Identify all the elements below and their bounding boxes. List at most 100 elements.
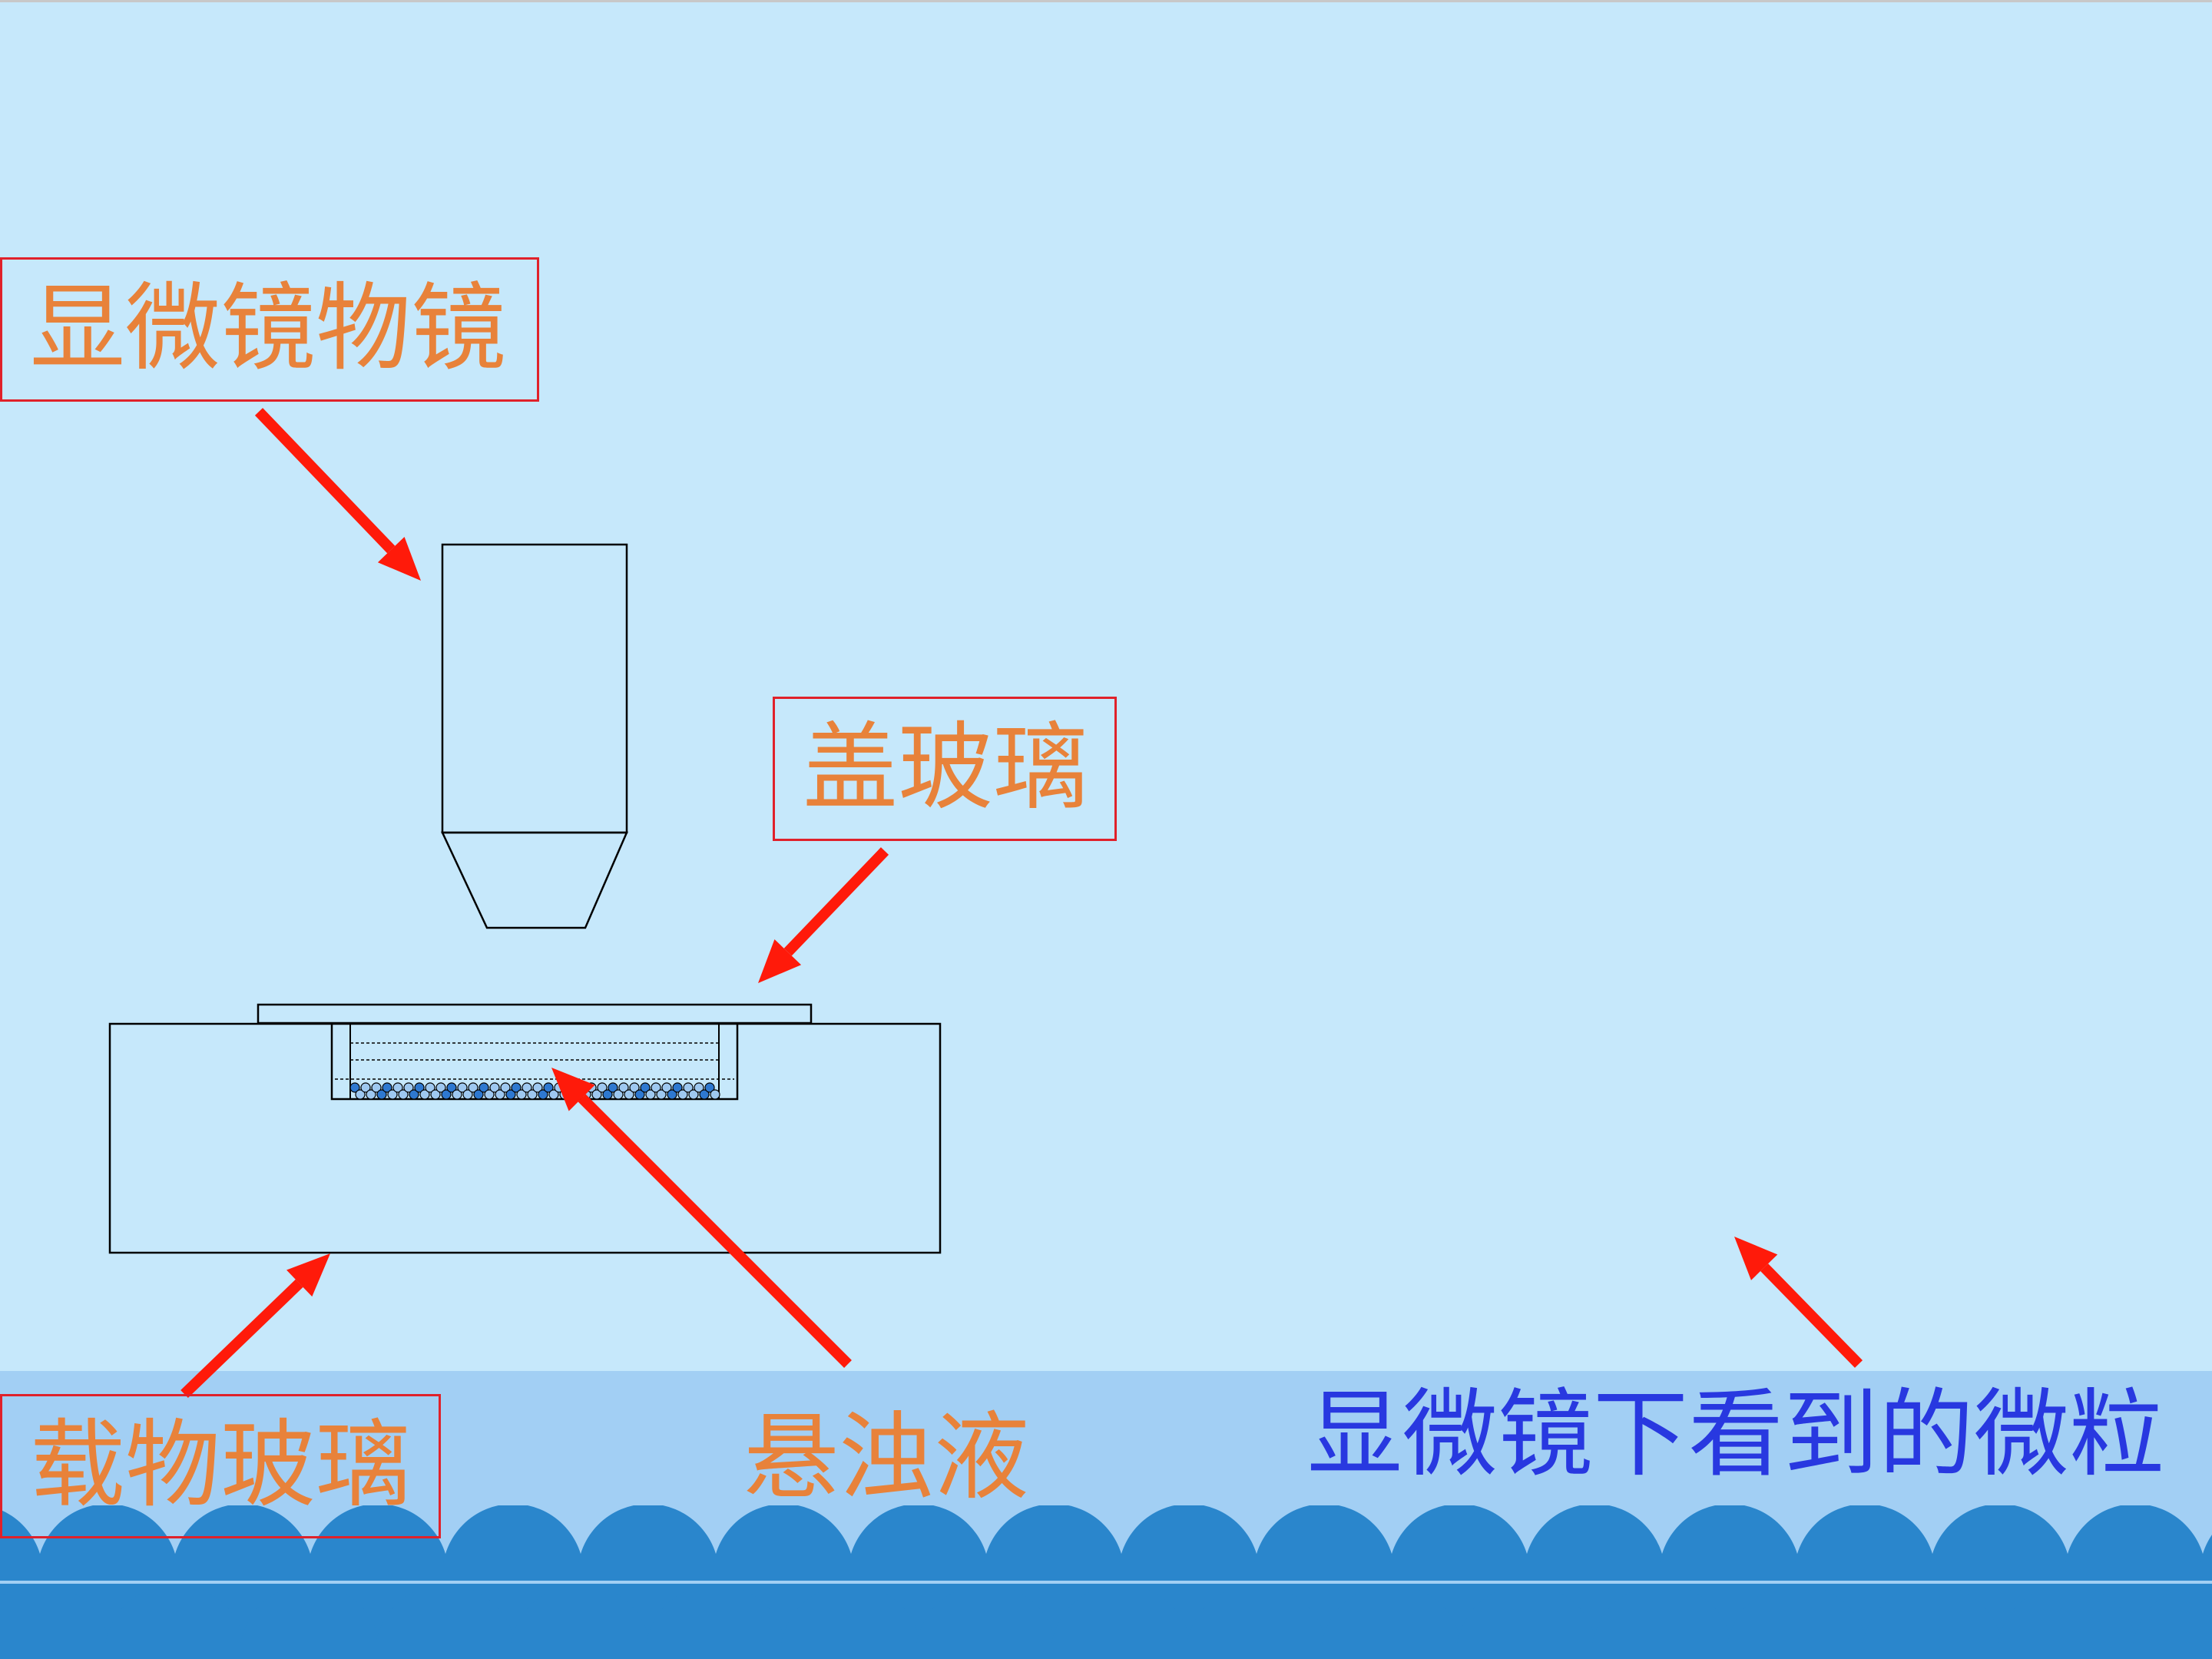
particle xyxy=(360,1082,371,1093)
label-cover-glass: 盖玻璃 xyxy=(773,697,1117,841)
particle xyxy=(543,1082,554,1093)
particle xyxy=(538,1089,548,1100)
particle xyxy=(602,1089,613,1100)
particle xyxy=(478,1082,489,1093)
wave-circle xyxy=(1456,1584,1598,1659)
arrows xyxy=(180,408,1863,1399)
particle xyxy=(452,1089,462,1100)
wave-circle xyxy=(1591,1584,1733,1659)
particle xyxy=(656,1089,667,1100)
wave-circle xyxy=(916,1584,1057,1659)
particle xyxy=(366,1089,376,1100)
arrow-objective-head xyxy=(377,536,421,581)
particle xyxy=(484,1089,495,1100)
wave-circle xyxy=(240,1584,381,1659)
wave-circle xyxy=(1321,1584,1462,1659)
particle xyxy=(500,1082,511,1093)
particle xyxy=(392,1082,403,1093)
particle xyxy=(398,1089,409,1100)
wave-circle xyxy=(2132,1584,2212,1659)
particle xyxy=(591,1089,602,1100)
arrow-particles-head xyxy=(1734,1237,1778,1280)
particle xyxy=(419,1089,430,1100)
particle xyxy=(457,1082,468,1093)
wave-circle xyxy=(645,1584,786,1659)
particle xyxy=(608,1082,618,1093)
particle xyxy=(532,1082,543,1093)
decorative-waves xyxy=(0,1505,2212,1659)
objective-tip xyxy=(441,831,628,929)
particle xyxy=(435,1082,446,1093)
particle xyxy=(430,1089,441,1100)
cover-glass xyxy=(257,1003,813,1025)
particle xyxy=(618,1082,629,1093)
particle xyxy=(516,1089,527,1100)
particle xyxy=(651,1082,661,1093)
particle xyxy=(495,1089,505,1100)
particle xyxy=(376,1089,387,1100)
particle xyxy=(694,1082,704,1093)
particle xyxy=(699,1089,710,1100)
particle xyxy=(441,1089,452,1100)
particle xyxy=(613,1089,624,1100)
label-slide: 载物玻璃 xyxy=(0,1394,441,1538)
arrow-slide-shaft xyxy=(180,1279,303,1399)
wave-circle xyxy=(375,1584,516,1659)
wave-circle xyxy=(1186,1584,1327,1659)
particle xyxy=(403,1082,414,1093)
particle xyxy=(349,1082,360,1093)
particle xyxy=(704,1082,715,1093)
particle xyxy=(522,1082,532,1093)
label-suspension: 悬浊液 xyxy=(743,1402,1030,1513)
particle xyxy=(505,1089,516,1100)
wave-circle xyxy=(104,1584,246,1659)
particle xyxy=(511,1082,522,1093)
particle xyxy=(355,1089,366,1100)
particle xyxy=(409,1089,419,1100)
particle xyxy=(382,1082,392,1093)
suspended-particles xyxy=(349,1082,720,1100)
particle xyxy=(661,1082,672,1093)
wave-circle xyxy=(0,1584,111,1659)
particle xyxy=(672,1082,683,1093)
particle xyxy=(629,1082,640,1093)
arrow-cover-glass-head xyxy=(758,939,802,983)
particle xyxy=(425,1082,435,1093)
particle xyxy=(624,1089,634,1100)
particle xyxy=(634,1089,645,1100)
objective-barrel xyxy=(441,543,628,834)
particle xyxy=(446,1082,457,1093)
microscope-objective xyxy=(441,543,628,929)
particle xyxy=(371,1082,382,1093)
label-objective: 显微镜物镜 xyxy=(0,257,539,402)
wave-circle xyxy=(1862,1584,2003,1659)
particle xyxy=(489,1082,500,1093)
wave-circle xyxy=(780,1584,922,1659)
wave-circle xyxy=(1727,1584,1868,1659)
arrow-suspension-shaft xyxy=(578,1094,852,1368)
arrow-slide-head xyxy=(286,1253,330,1297)
particle xyxy=(688,1089,699,1100)
particle xyxy=(548,1089,559,1100)
particle xyxy=(473,1089,484,1100)
particle xyxy=(667,1089,677,1100)
particle xyxy=(597,1082,608,1093)
particle xyxy=(468,1082,478,1093)
particle xyxy=(527,1089,538,1100)
top-border-line xyxy=(0,0,2212,2)
particle xyxy=(677,1089,688,1100)
wave-circle xyxy=(1997,1584,2138,1659)
particle xyxy=(710,1089,720,1100)
particle xyxy=(387,1089,398,1100)
arrow-suspension-head xyxy=(551,1068,595,1111)
particle xyxy=(645,1089,656,1100)
particle xyxy=(462,1089,473,1100)
wave-circle xyxy=(510,1584,651,1659)
arrow-particles-shaft xyxy=(1760,1263,1863,1368)
arrow-cover-glass-shaft xyxy=(783,847,889,956)
particle xyxy=(683,1082,694,1093)
arrow-objective-shaft xyxy=(254,408,396,554)
particle xyxy=(414,1082,425,1093)
wave-circle xyxy=(1051,1584,1192,1659)
